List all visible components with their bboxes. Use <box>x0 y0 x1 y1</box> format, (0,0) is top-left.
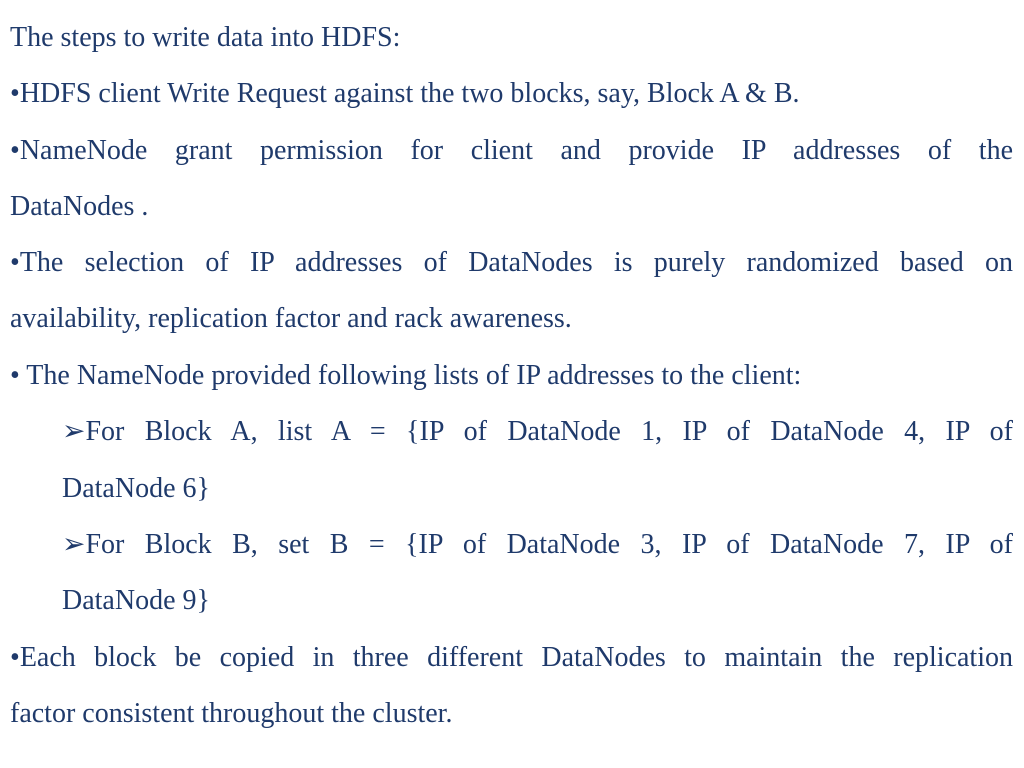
bullet-text: Each block be copied in three different … <box>19 642 1013 673</box>
sub-bullet-text-continuation: DataNode 6} <box>62 473 210 504</box>
bullet-text-continuation: DataNodes . <box>10 191 149 222</box>
sub-bullet-text: For Block B, set B = {IP of DataNode 3, … <box>85 529 1013 560</box>
sub-bullet-text-continuation: DataNode 9} <box>62 585 210 616</box>
bullet-marker: • <box>10 247 20 278</box>
bullet-item: •The selection of IP addresses of DataNo… <box>10 249 1013 277</box>
bullet-text: The selection of IP addresses of DataNod… <box>19 247 1013 278</box>
bullet-marker: • <box>10 78 20 109</box>
bullet-item: • The NameNode provided following lists … <box>10 362 801 390</box>
sub-bullet-item: ➢For Block A, list A = {IP of DataNode 1… <box>62 418 1013 446</box>
bullet-text-continuation: availability, replication factor and rac… <box>10 303 572 334</box>
sub-bullet-item: ➢For Block B, set B = {IP of DataNode 3,… <box>62 531 1013 559</box>
bullet-text: The NameNode provided following lists of… <box>19 360 802 391</box>
bullet-marker: • <box>10 642 20 673</box>
bullet-item: •NameNode grant permission for client an… <box>10 137 1013 165</box>
bullet-text: HDFS client Write Request against the tw… <box>19 78 800 109</box>
bullet-marker: • <box>10 360 20 391</box>
arrow-marker: ➢ <box>62 529 86 560</box>
bullet-item: •HDFS client Write Request against the t… <box>10 80 800 108</box>
bullet-marker: • <box>10 135 20 166</box>
bullet-text: NameNode grant permission for client and… <box>19 135 1013 166</box>
bullet-text-continuation: factor consistent throughout the cluster… <box>10 698 453 729</box>
arrow-marker: ➢ <box>62 416 86 447</box>
bullet-item: •Each block be copied in three different… <box>10 644 1013 672</box>
slide-heading: The steps to write data into HDFS: <box>10 22 401 53</box>
sub-bullet-text: For Block A, list A = {IP of DataNode 1,… <box>85 416 1013 447</box>
